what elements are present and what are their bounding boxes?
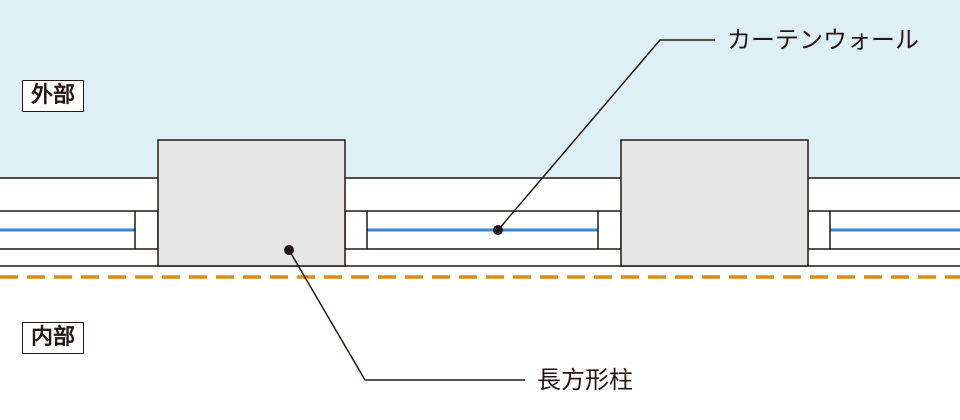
interior-label: 内部 xyxy=(22,322,85,354)
exterior-label: 外部 xyxy=(22,80,85,112)
rect-column-left xyxy=(157,139,346,267)
connector-blocks xyxy=(134,210,831,250)
mullion-frame-lines xyxy=(0,210,960,250)
column-leader-dot xyxy=(284,245,294,255)
column-leader-line xyxy=(288,249,525,381)
rect-column-right xyxy=(620,139,809,267)
rect-column-callout: 長方形柱 xyxy=(537,366,633,394)
curtain-wall-leader-dot xyxy=(493,225,503,235)
curtain-wall-callout: カーテンウォール xyxy=(727,26,919,54)
curtain-wall-leader-line xyxy=(497,39,715,231)
